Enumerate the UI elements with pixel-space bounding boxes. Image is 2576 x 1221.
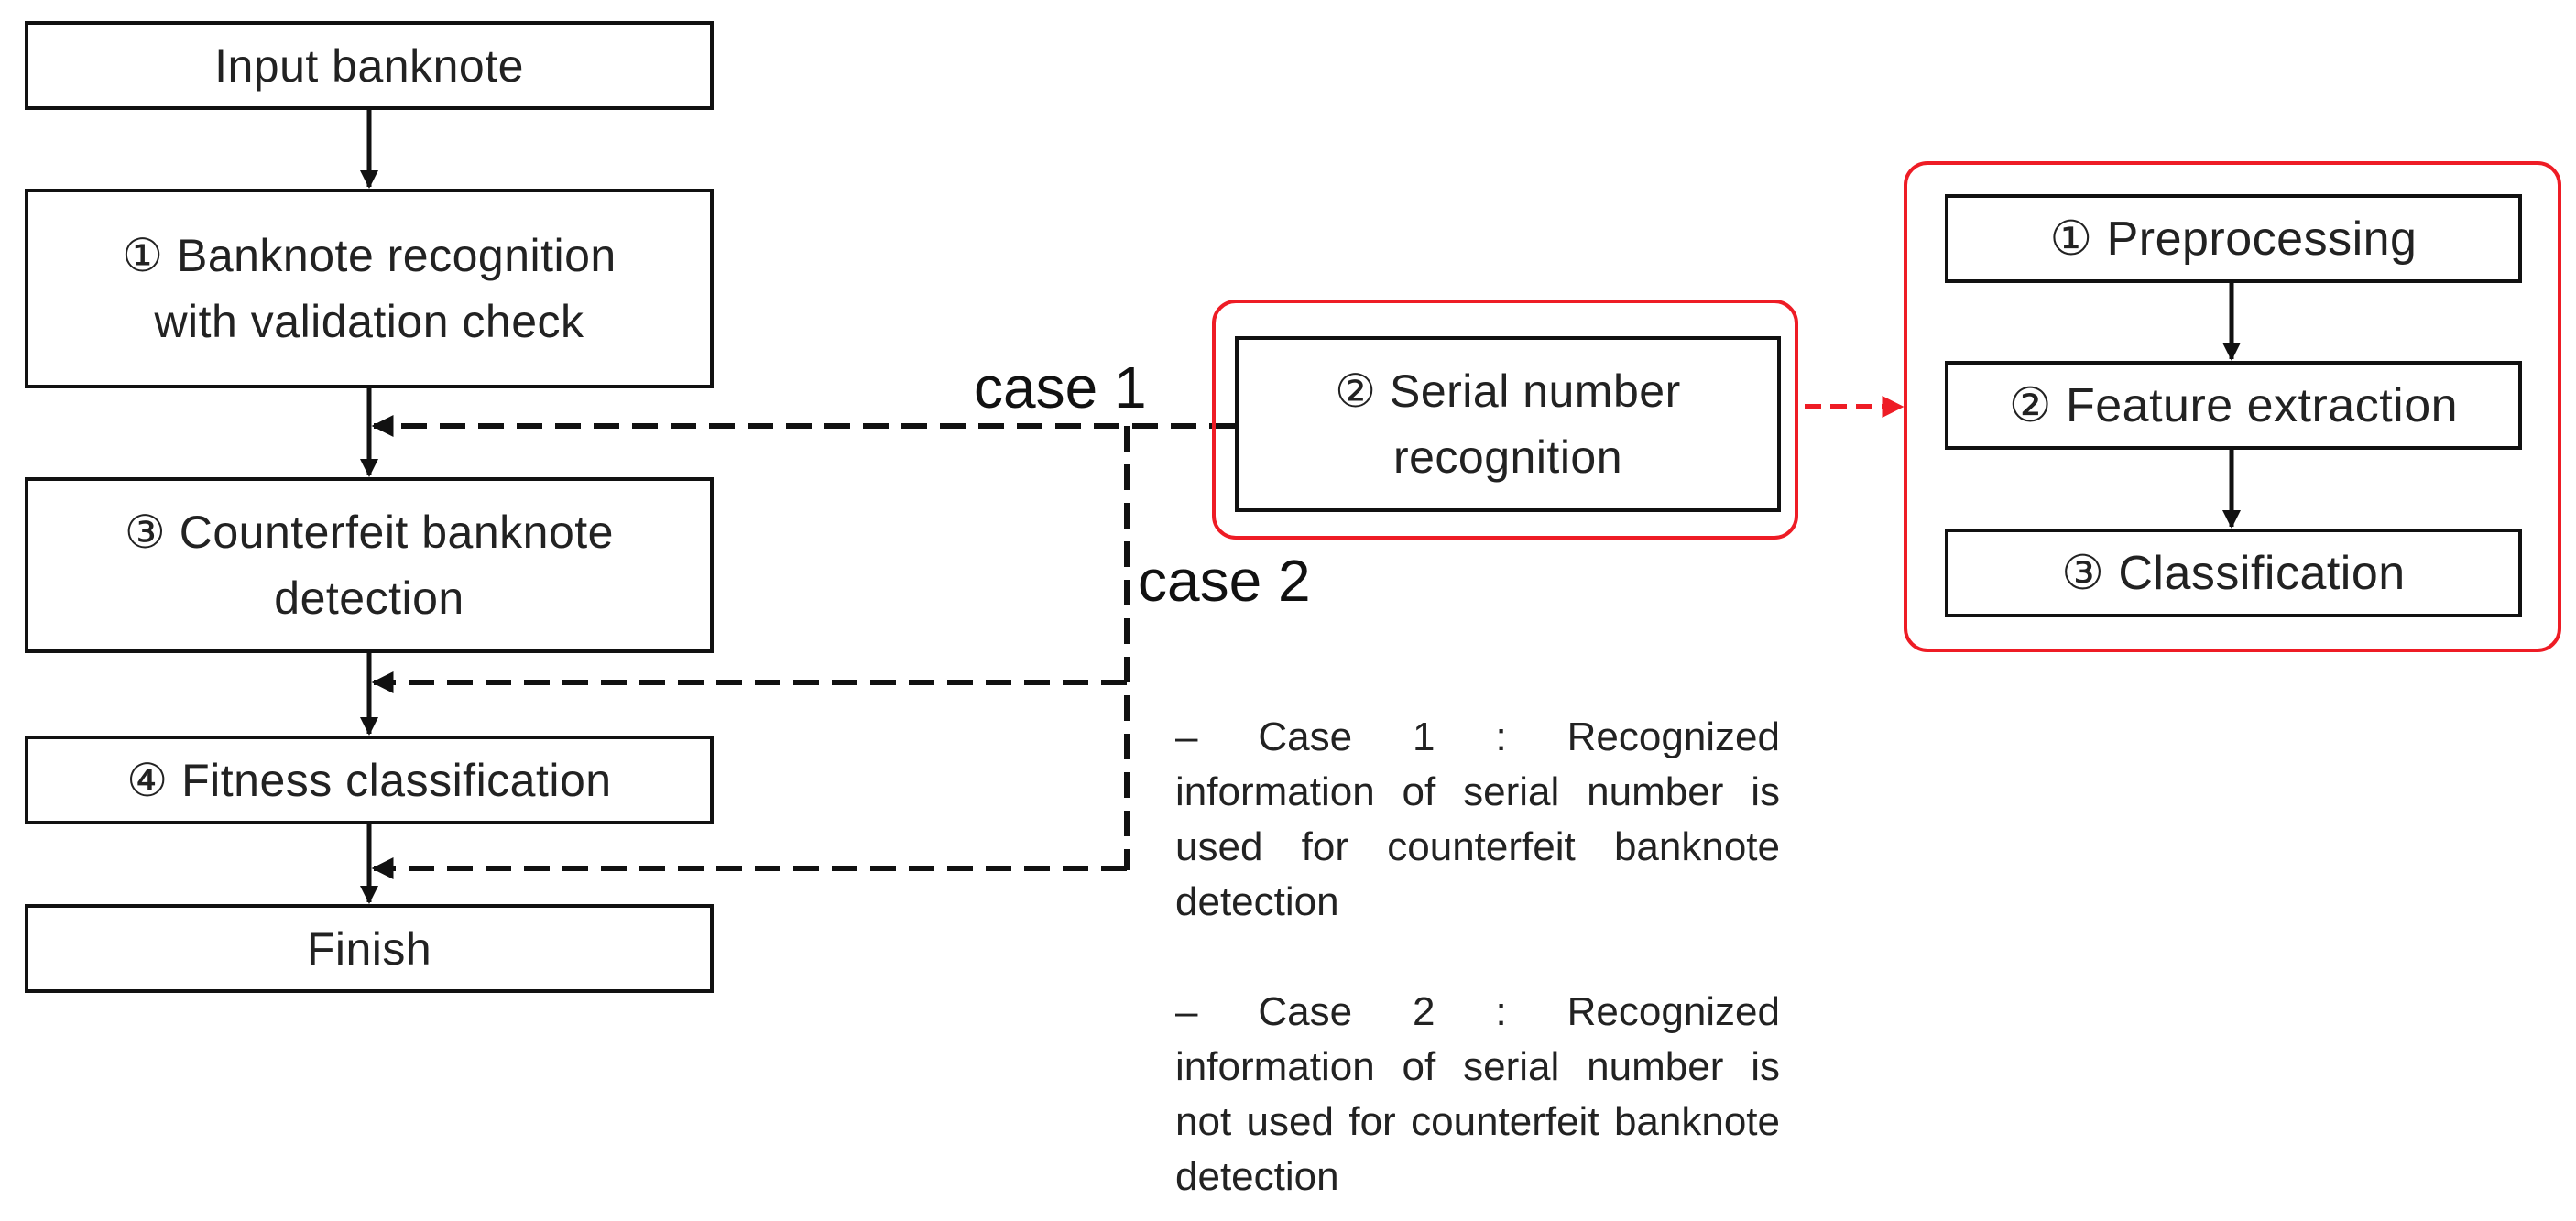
- fitness-classification-label: ④ Fitness classification: [126, 754, 612, 806]
- feature-extraction-box: ② Feature extraction: [1945, 361, 2522, 450]
- counterfeit-detection-line1: ③ Counterfeit banknote: [125, 507, 614, 558]
- banknote-recognition-line1: ① Banknote recognition: [122, 230, 617, 281]
- preprocessing-box: ① Preprocessing: [1945, 194, 2522, 283]
- feature-extraction-label: ② Feature extraction: [2008, 378, 2459, 432]
- case1-label: case 1: [974, 354, 1147, 420]
- input-banknote-box: Input banknote: [25, 21, 714, 110]
- case1-note: – Case 1 : Recognized information of ser…: [1175, 714, 1780, 924]
- finish-box: Finish: [25, 904, 714, 993]
- preprocessing-label: ① Preprocessing: [2049, 212, 2418, 266]
- input-banknote-label: Input banknote: [214, 39, 524, 92]
- serial-number-line2: recognition: [1392, 431, 1623, 483]
- finish-label: Finish: [306, 922, 432, 975]
- counterfeit-detection-box: ③ Counterfeit banknote detection: [25, 477, 714, 653]
- serial-group-outline: [1212, 300, 1798, 540]
- fitness-classification-box: ④ Fitness classification: [25, 736, 714, 824]
- banknote-recognition-box: ① Banknote recognition with validation c…: [25, 189, 714, 388]
- banknote-recognition-line2: with validation check: [154, 296, 584, 347]
- serial-number-recognition-box: ② Serial number recognition: [1235, 336, 1781, 512]
- classification-box: ③ Classification: [1945, 529, 2522, 617]
- counterfeit-detection-line2: detection: [274, 572, 464, 624]
- serial-number-line1: ② Serial number: [1335, 365, 1681, 417]
- counterfeit-detection-label: ③ Counterfeit banknote detection: [125, 499, 614, 631]
- case2-note: – Case 2 : Recognized information of ser…: [1175, 989, 1780, 1199]
- case2-label: case 2: [1138, 548, 1311, 614]
- serial-number-recognition-label: ② Serial number recognition: [1335, 358, 1680, 490]
- classification-label: ③ Classification: [2061, 546, 2406, 600]
- serial-steps-group-outline: [1904, 161, 2561, 652]
- banknote-recognition-label: ① Banknote recognition with validation c…: [122, 223, 617, 354]
